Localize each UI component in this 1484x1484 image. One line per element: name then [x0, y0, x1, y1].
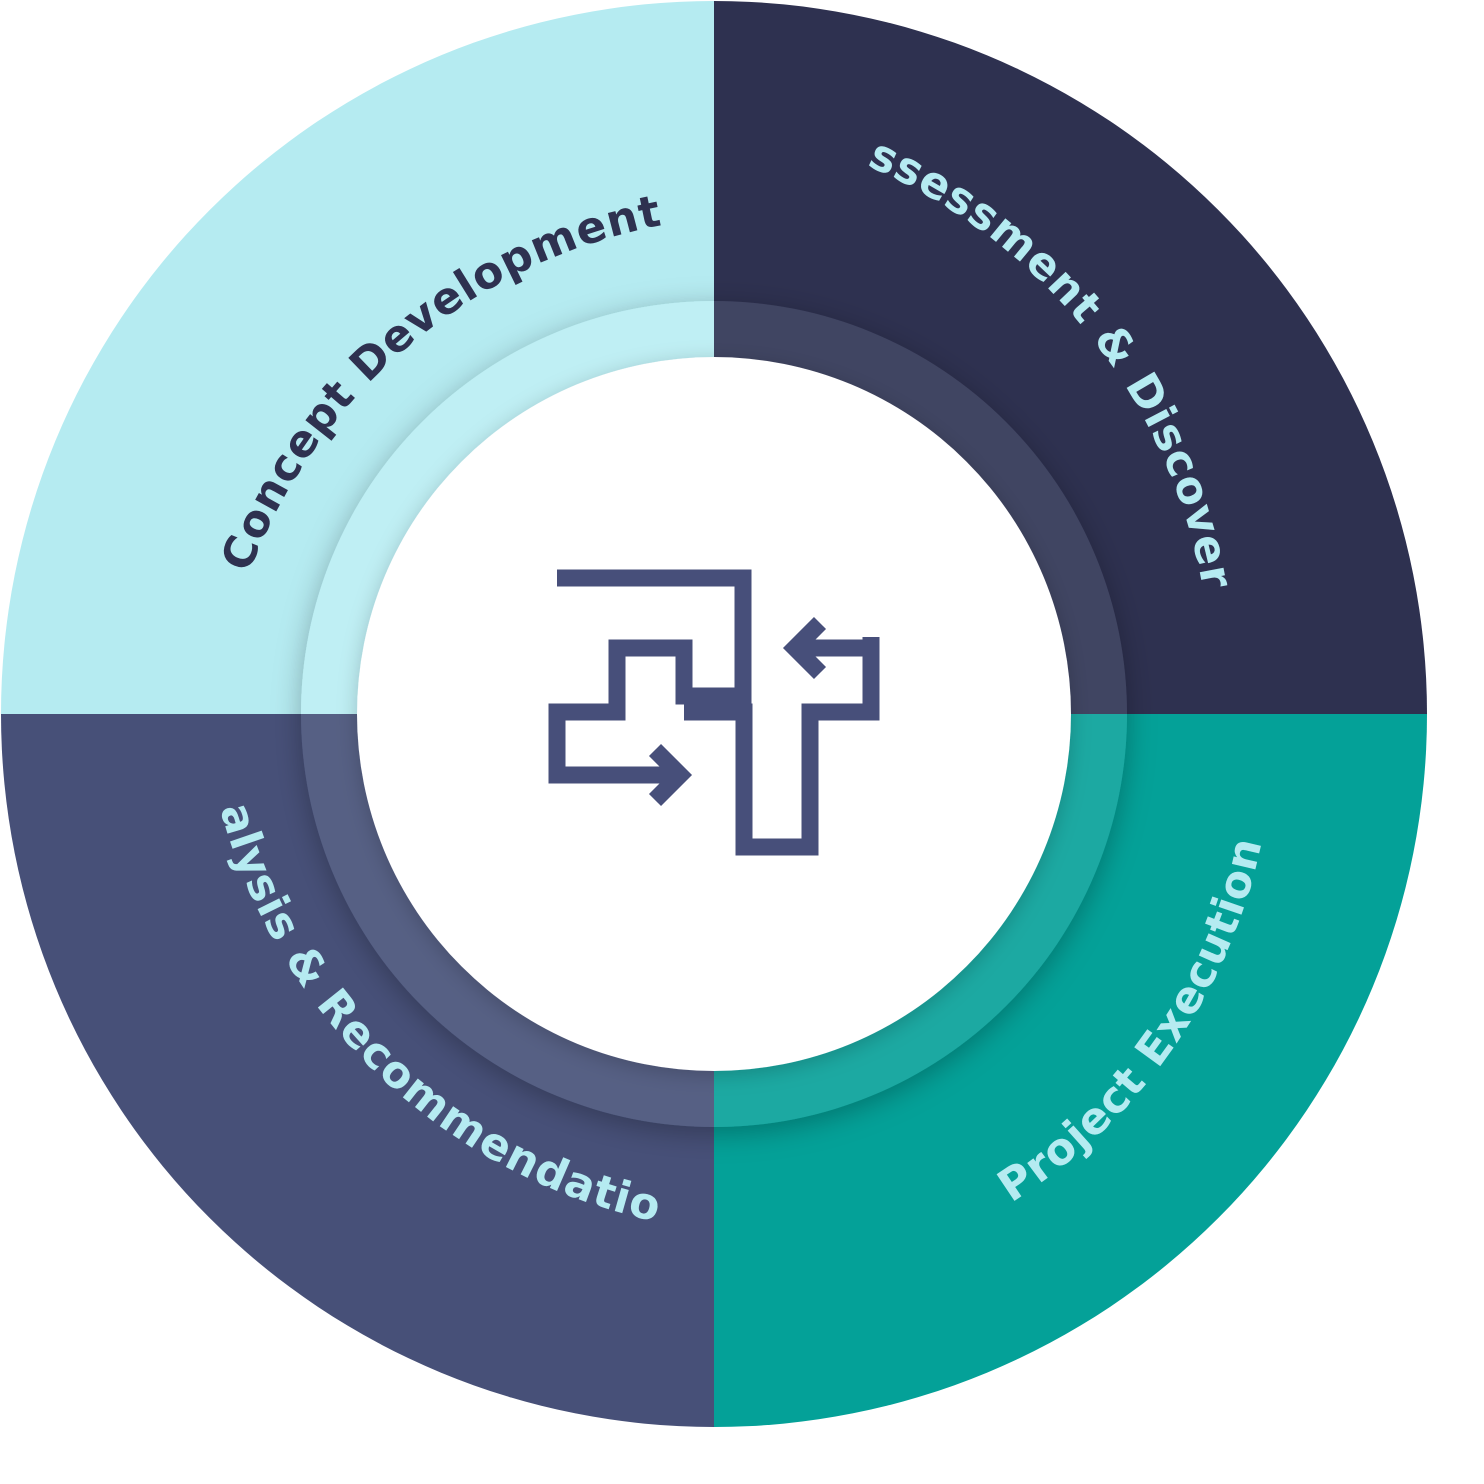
process-flow-icon — [548, 569, 880, 856]
ring-segment-analysis-recommendations — [301, 714, 714, 1127]
ring-segment-project-execution — [714, 714, 1127, 1127]
ring-segment-concept-development — [301, 301, 714, 714]
ring-segment-assessment-discovery — [714, 301, 1127, 714]
inner-ring — [301, 301, 1127, 1127]
